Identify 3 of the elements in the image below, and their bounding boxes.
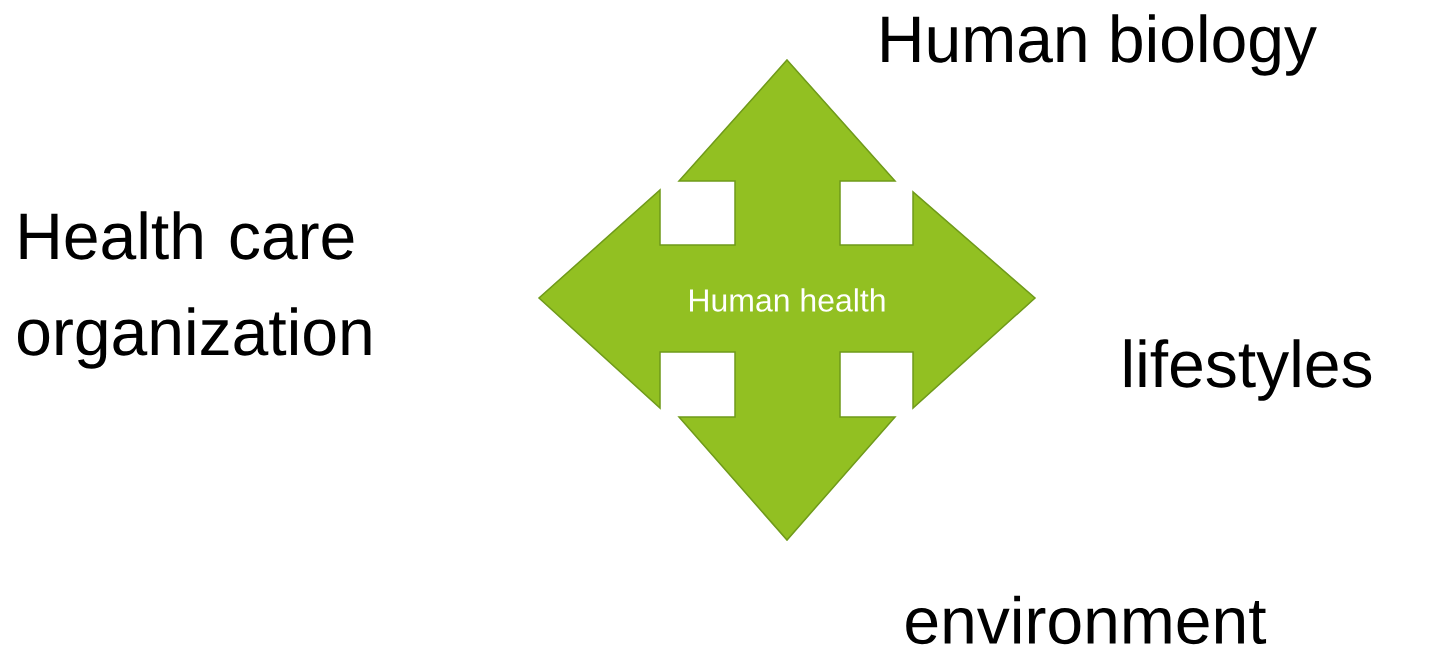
factor-label: environment — [906, 595, 1267, 645]
factor-label: lifestyles — [1124, 339, 1372, 401]
factor-label: Health care organization — [18, 211, 371, 369]
